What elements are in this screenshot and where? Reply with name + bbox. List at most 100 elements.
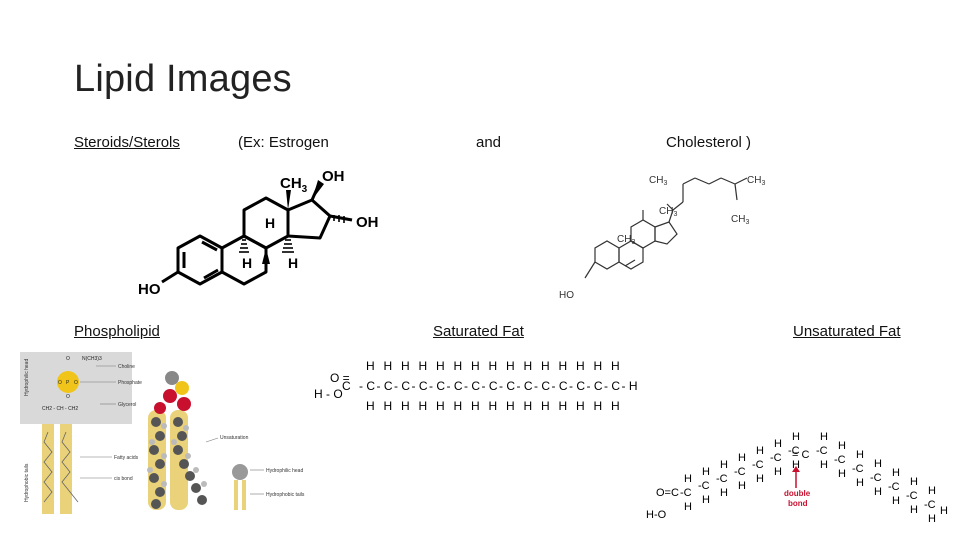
sat-h-bottom: H — [366, 399, 375, 413]
estrogen-h1: H — [265, 215, 275, 231]
unsat-carbon: -C — [752, 459, 764, 471]
double-bond-label-2: bond — [788, 499, 808, 508]
sat-h-bottom: H — [506, 399, 515, 413]
unsat-carbon: -C — [788, 445, 800, 457]
estrogen-structure: CH3 OH OH HO H H H — [138, 168, 379, 298]
sat-carbon: - C — [482, 379, 498, 393]
choline-label: Choline — [118, 364, 135, 370]
sat-carbon: - C — [394, 379, 410, 393]
sat-carbon: - C — [359, 379, 375, 393]
estrogen-oh-top: OH — [322, 168, 345, 185]
schematic-tails-label: Hydrophobic tails — [266, 492, 305, 498]
sat-carbon: - C — [534, 379, 550, 393]
saturated-fat-structure: O =H - OCH- CHH- CHH- CHH- CHH- CHH- CHH… — [314, 359, 638, 413]
unsat-carbon: -C — [770, 452, 782, 464]
estrogen-h2: H — [242, 255, 252, 271]
sat-h-top: H — [576, 359, 585, 373]
unsat-h-top: H — [856, 449, 864, 461]
sat-h-top: H — [506, 359, 515, 373]
unsat-h-top: H — [684, 473, 692, 485]
unsat-carbon: -C — [924, 499, 936, 511]
unsat-h-top: H — [892, 467, 900, 479]
sat-ho: H - O — [314, 387, 343, 401]
fatty-acids-label: Fatty acids — [114, 455, 139, 461]
cis-bond-label: cis bond — [114, 476, 133, 482]
unsat-h-top: H — [910, 476, 918, 488]
phospholipid-label: Phospholipid — [74, 323, 160, 340]
sat-h-bottom: H — [524, 399, 533, 413]
estrogen-h3: H — [288, 255, 298, 271]
unsat-double-bond: = C — [792, 449, 809, 461]
svg-text:O: O — [66, 356, 70, 362]
unsat-h-top: H — [820, 431, 828, 443]
cholesterol-structure: CH3 CH3 CH3 CH3 CH3 HO — [559, 175, 765, 301]
chol-ch3-d: CH3 — [731, 214, 749, 226]
unsat-carbon: -C — [698, 480, 710, 492]
unsat-h-bottom: H — [892, 495, 900, 507]
sat-h-top: H — [559, 359, 568, 373]
unsat-h-top: H — [838, 440, 846, 452]
sat-h-bottom: H — [436, 399, 445, 413]
phosphate-circle — [57, 371, 79, 393]
unsat-carbon: -C — [834, 454, 846, 466]
steroids-label: Steroids/Sterols — [74, 134, 180, 151]
unsat-h-bottom: H — [720, 487, 728, 499]
chol-ch3-a: CH3 — [649, 175, 667, 187]
sat-carbon: - C — [604, 379, 620, 393]
chol-ch3-b: CH3 — [747, 175, 765, 187]
unsat-h-top: H — [756, 445, 764, 457]
unsaturation-label: Unsaturation — [220, 435, 249, 441]
sat-h-bottom: H — [541, 399, 550, 413]
chol-ch3-c: CH3 — [659, 206, 677, 218]
phosphate-label: Phosphate — [118, 380, 142, 386]
estrogen-ho: HO — [138, 281, 161, 298]
sat-h-top: H — [471, 359, 480, 373]
sat-carbon: - C — [447, 379, 463, 393]
sat-h-bottom: H — [419, 399, 428, 413]
schematic-head — [232, 464, 248, 480]
sat-carbon: - C — [569, 379, 585, 393]
glycerol-label: Glycerol — [118, 402, 136, 408]
unsat-carbon: -C — [680, 487, 692, 499]
sat-carbon: - C — [499, 379, 515, 393]
sat-carbon: - C — [377, 379, 393, 393]
sat-h-top: H — [611, 359, 620, 373]
sat-h-bottom: H — [401, 399, 410, 413]
chol-ch3-e: CH3 — [617, 234, 635, 246]
sat-carbon: - C — [517, 379, 533, 393]
unsat-h-top: H — [738, 452, 746, 464]
unsat-h-bottom: H — [856, 477, 864, 489]
sat-h-bottom: H — [471, 399, 480, 413]
sat-h-bottom: H — [594, 399, 603, 413]
unsat-h-top: H — [874, 458, 882, 470]
svg-text:O: O — [66, 394, 70, 400]
unsat-h-bottom: H — [820, 459, 828, 471]
unsat-h-o: H-O — [646, 509, 667, 521]
unsat-h-top: H — [702, 466, 710, 478]
estrogen-oh-right: OH — [356, 214, 379, 231]
sat-h-bottom: H — [611, 399, 620, 413]
svg-text:O: O — [58, 380, 62, 386]
unsat-carbon: -C — [716, 473, 728, 485]
svg-text:N(CH3)3: N(CH3)3 — [82, 356, 102, 362]
sat-h-top: H — [419, 359, 428, 373]
unsat-h-bottom: H — [928, 513, 936, 525]
sat-h-top: H — [366, 359, 375, 373]
sat-h-end: - H — [622, 379, 638, 393]
svg-text:O: O — [74, 380, 78, 386]
unsat-h-bottom: H — [838, 468, 846, 480]
unsat-carbon: -C — [816, 445, 828, 457]
head-axis-label: Hydrophilic head — [24, 359, 30, 396]
estrogen-ch3: CH3 — [280, 175, 308, 195]
unsat-h-top: H — [720, 459, 728, 471]
sat-h-bottom: H — [576, 399, 585, 413]
sat-carbon: - C — [552, 379, 568, 393]
unsat-h-bottom: H — [756, 473, 764, 485]
sat-h-top: H — [524, 359, 533, 373]
schematic-head-label: Hydrophilic head — [266, 468, 303, 474]
sat-o-equals: O = — [330, 371, 350, 385]
chol-ho: HO — [559, 290, 574, 301]
sat-h-bottom: H — [384, 399, 393, 413]
sat-h-top: H — [594, 359, 603, 373]
unsat-carbon: -C — [852, 463, 864, 475]
